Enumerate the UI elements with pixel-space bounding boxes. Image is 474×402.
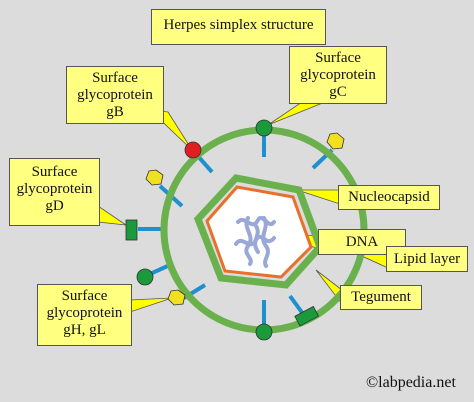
tegument-text: Tegument [351, 289, 411, 305]
gd-block-bottom [294, 305, 320, 327]
gb-line-1: Surface [92, 70, 138, 86]
diagram-title: Herpes simplex structure [163, 17, 314, 33]
gh-label: Surface glycoprotein gH, gL [37, 284, 132, 346]
tegument-label: Tegument [340, 285, 422, 310]
gd-head-left [145, 169, 164, 186]
dna-strand-1 [236, 216, 276, 227]
gc-head-left [136, 268, 154, 286]
lipid-label: Lipid layer [386, 246, 468, 272]
gd-line-2: glycoprotein [16, 180, 93, 197]
gc-label: Surface glycoprotein gC [289, 46, 387, 104]
gc-head-top [255, 119, 273, 137]
site-credit: ©labpedia.net [366, 374, 456, 391]
dna-strand-3 [244, 216, 253, 266]
gh-line-3: gH, gL [63, 321, 106, 338]
gd-line-1: Surface [31, 164, 78, 180]
dna-strand-4 [261, 216, 270, 268]
dna-strands [234, 216, 276, 268]
gd-head-right [326, 132, 345, 150]
gh-line-2: glycoprotein [46, 304, 123, 321]
gh-callout [129, 297, 173, 313]
lipid-text: Lipid layer [393, 251, 461, 267]
dna-strand-5 [253, 224, 260, 254]
gh-head [167, 289, 186, 306]
gc-line-1: Surface [315, 50, 361, 66]
dna-text: DNA [345, 234, 379, 250]
gh-line-1: Surface [61, 288, 108, 304]
nucleocapsid-outer [193, 174, 325, 289]
gb-head [184, 141, 202, 159]
nucleocapsid-label: Nucleocapsid [338, 185, 440, 210]
gb-label: Surface glycoprotein gB [66, 66, 164, 124]
gd-callout [97, 205, 127, 226]
title-box: Herpes simplex structure [151, 9, 326, 45]
nucleocapsid-text: Nucleocapsid [348, 189, 430, 205]
gd-block-left [125, 219, 138, 241]
gc-head-bottom [255, 323, 273, 341]
gc-line-2: glycoprotein [300, 66, 376, 83]
gd-label: Surface glycoprotein gD [9, 158, 100, 226]
gb-line-3: gB [106, 103, 124, 120]
gb-line-2: glycoprotein [77, 86, 153, 103]
gc-line-3: gC [329, 83, 347, 100]
gd-line-3: gD [45, 197, 64, 214]
